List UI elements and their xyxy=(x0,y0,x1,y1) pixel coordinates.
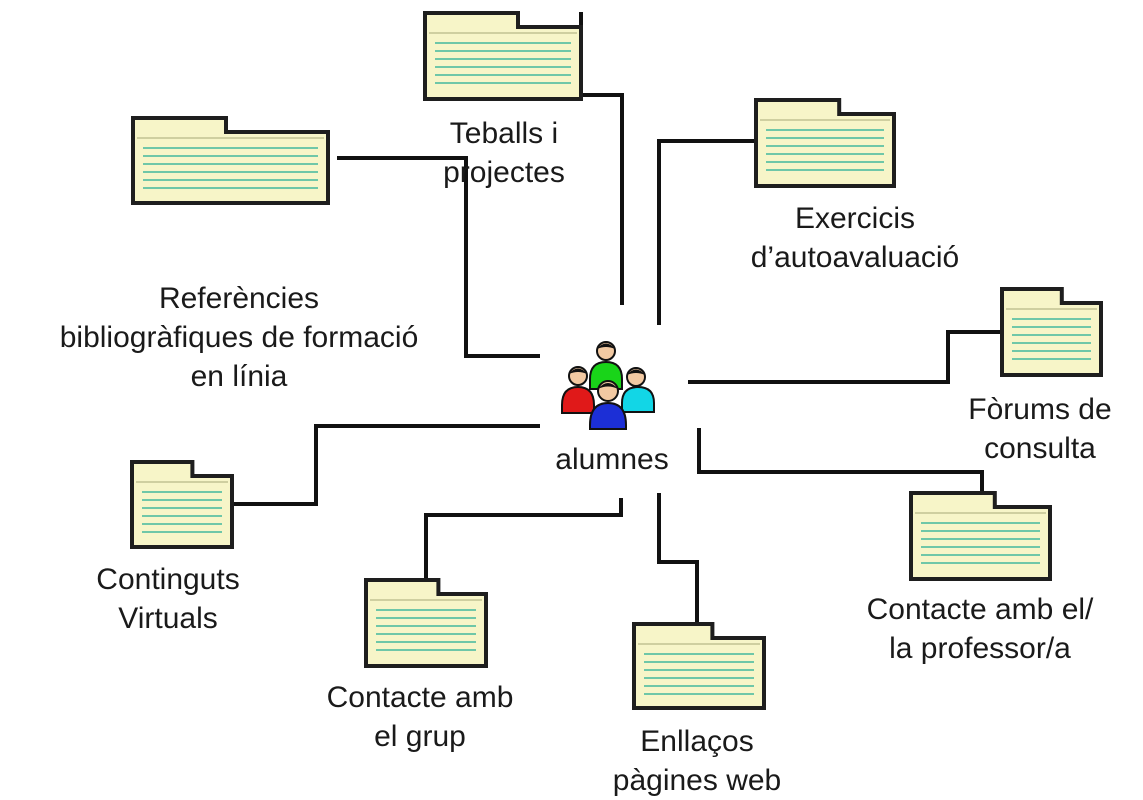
connector-referencies xyxy=(337,156,540,358)
folder-icon-enllacos xyxy=(632,622,766,710)
folder-icon-contacte-professor xyxy=(909,491,1052,581)
node-label-line: Continguts xyxy=(96,563,240,596)
connector-enllacos xyxy=(657,493,699,625)
node-label-line: bibliogràfiques de formació xyxy=(59,321,419,354)
folder-icon-continguts xyxy=(130,460,234,549)
node-label-line: Exercicis xyxy=(794,202,915,235)
node-label-continguts: Continguts Virtuals xyxy=(68,560,268,638)
connector-forums xyxy=(688,330,1002,384)
folder-icon-forums xyxy=(1000,287,1103,377)
folder-icon-contacte-grup xyxy=(364,578,488,668)
node-label-referencies: Referències bibliogràfiques de formació … xyxy=(0,279,478,396)
node-label-line: Referències xyxy=(158,282,320,315)
connector-contacte-professor xyxy=(697,428,984,497)
node-label-line: Teballs i xyxy=(449,117,559,150)
node-label-line: Fòrums de xyxy=(968,393,1112,426)
node-label-treballs: Teballs i projectes xyxy=(394,114,614,192)
connector-exercicis xyxy=(657,139,755,325)
node-label-line: pàgines web xyxy=(612,764,782,797)
folder-icon-exercicis xyxy=(754,98,896,188)
students-group-icon xyxy=(561,341,655,430)
node-label-contacte-grup: Contacte amb el grup xyxy=(290,678,550,756)
node-label-line: el grup xyxy=(374,720,466,753)
node-label-line: Contacte amb el/ xyxy=(866,593,1094,626)
node-label-line: en línia xyxy=(190,360,288,393)
node-label-contacte-professor: Contacte amb el/ la professor/a xyxy=(820,590,1140,668)
node-label-exercicis: Exercicis d’autoavaluació xyxy=(695,199,1015,277)
node-label-line: Virtuals xyxy=(118,602,218,635)
folder-icon-referencies xyxy=(131,116,330,205)
node-label-line: projectes xyxy=(443,156,565,189)
connector-contacte-grup xyxy=(424,498,623,590)
folder-icon-treballs xyxy=(423,11,583,101)
node-label-line: Enllaços xyxy=(640,725,754,758)
node-label-line: d’autoavaluació xyxy=(750,241,960,274)
node-label-forums: Fòrums de consulta xyxy=(940,390,1140,468)
node-label-line: consulta xyxy=(984,432,1096,465)
center-label: alumnes xyxy=(555,443,669,476)
node-label-line: la professor/a xyxy=(889,632,1071,665)
node-label-line: Contacte amb xyxy=(326,681,514,714)
connector-continguts xyxy=(232,424,540,506)
node-label-enllacos: Enllaços pàgines web xyxy=(572,722,822,800)
